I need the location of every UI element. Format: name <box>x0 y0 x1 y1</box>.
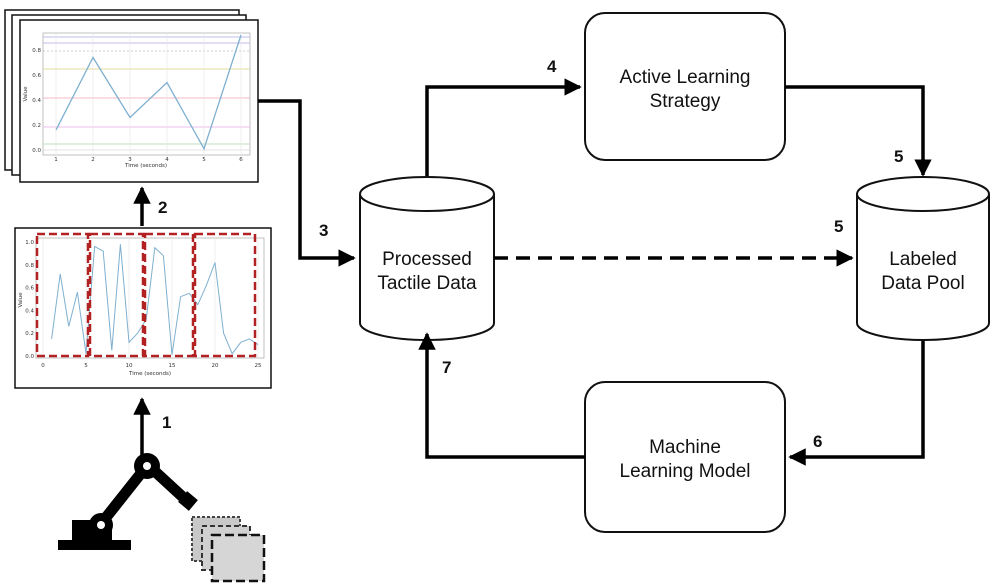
processed-label-line1: Processed <box>382 249 472 270</box>
segment-window-4 <box>193 232 257 358</box>
step-number-5-upper: 5 <box>894 147 903 166</box>
machine-learning-model-box: Machine Learning Model <box>584 381 786 533</box>
step-number-6: 6 <box>813 432 822 451</box>
arrow-step-5-strategy-to-pool <box>785 85 932 177</box>
active-learning-strategy-box: Active Learning Strategy <box>584 12 786 161</box>
top-plot-xtick-label: 5 <box>202 157 206 163</box>
strategy-label-line1: Active Learning <box>620 67 751 88</box>
arrow-step-4 <box>425 78 582 176</box>
top-plot-xtick-label: 6 <box>239 157 243 163</box>
bottom-plot-ytick-label: 0.2 <box>25 331 34 337</box>
model-label-line2: Learning Model <box>620 461 751 482</box>
segment-window-2 <box>88 232 145 358</box>
labeled-data-pool-cylinder: Labeled Data Pool <box>856 176 990 341</box>
bottom-plot-ylabel: Value <box>18 292 24 308</box>
bottom-plot-ytick-label: 0.4 <box>25 308 34 314</box>
step-number-7: 7 <box>442 358 451 377</box>
bottom-plot-axes <box>35 237 265 359</box>
strategy-label-line2: Strategy <box>650 91 721 112</box>
bottom-plot-xtick-label: 0 <box>41 363 45 369</box>
top-plot-xtick-label: 2 <box>91 157 95 163</box>
arrow-step-7 <box>418 332 585 459</box>
step-number-4: 4 <box>547 57 557 76</box>
robot-arm-icon <box>58 453 198 550</box>
segment-windows <box>35 232 257 358</box>
segment-window-3 <box>143 232 195 358</box>
arrow-step-6 <box>788 341 925 466</box>
segment-window-1 <box>35 232 90 358</box>
top-plot-xtick-label: 1 <box>54 157 58 163</box>
bottom-plot-xtick-label: 10 <box>126 363 133 369</box>
top-plot-ytick-label: 0.8 <box>32 48 41 54</box>
bottom-plot-xtick-label: 5 <box>84 363 88 369</box>
step-number-5-dashed: 5 <box>834 217 843 236</box>
top-plot-ylabel: Value <box>23 86 29 102</box>
bottom-plot-xlabel: Time (seconds) <box>128 371 171 377</box>
arrow-step-3 <box>258 99 356 267</box>
bottom-plot: 0.0 0.2 0.4 0.6 0.8 1.0 0 5 10 15 20 25 Time (seco… <box>14 227 272 389</box>
bottom-plot-series-line <box>51 244 259 355</box>
step-number-2: 2 <box>158 198 167 217</box>
top-plot-series-line <box>55 34 242 151</box>
bottom-plot-ytick-label: 1.0 <box>25 240 34 246</box>
processed-tactile-data-cylinder: Processed Tactile Data <box>359 176 495 341</box>
bottom-plot-ytick-label: 0.6 <box>25 286 34 292</box>
top-plot-ytick-label: 0.2 <box>32 123 41 129</box>
model-label-line1: Machine <box>649 437 721 458</box>
bottom-plot-xtick-label: 20 <box>212 363 219 369</box>
top-plot-ytick-label: 0.4 <box>32 98 41 104</box>
top-plot-xtick-label: 3 <box>128 157 132 163</box>
top-plot-axes <box>42 32 251 156</box>
top-plot-ytick-label: 0.0 <box>32 148 41 154</box>
top-plot-xtick-label: 4 <box>165 157 169 163</box>
top-plot-xlabel: Time (seconds) <box>124 163 167 169</box>
pool-label-line1: Labeled <box>889 249 957 270</box>
bottom-plot-xtick-label: 25 <box>255 363 262 369</box>
step-number-1: 1 <box>162 413 171 432</box>
processed-label-line2: Tactile Data <box>377 273 477 294</box>
bottom-plot-xtick-label: 15 <box>169 363 176 369</box>
tactile-object-icon <box>191 516 266 583</box>
top-plot-ytick-label: 0.6 <box>32 73 41 79</box>
top-plot-bands <box>43 36 250 151</box>
bottom-plot-ytick-label: 0.8 <box>25 263 34 269</box>
bottom-plot-ytick-label: 0.0 <box>25 354 34 360</box>
pool-label-line2: Data Pool <box>881 273 964 294</box>
top-plot: 0.0 0.2 0.4 0.6 0.8 1 2 3 4 5 6 Time (seconds) Va… <box>19 19 259 183</box>
step-number-3: 3 <box>319 221 328 240</box>
